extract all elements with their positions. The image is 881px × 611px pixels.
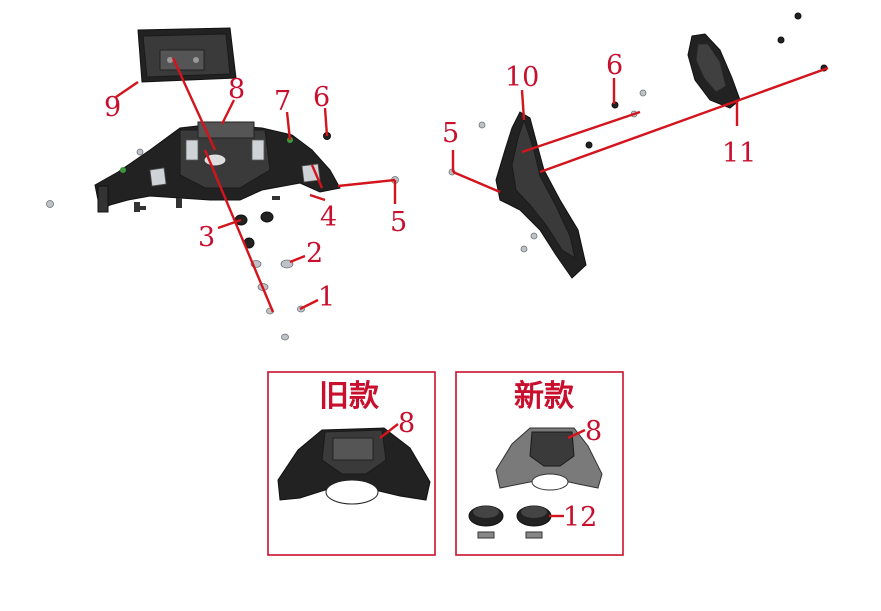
callout-7: 7 [274,86,291,117]
callout-9: 9 [104,92,121,123]
washers-nuts [250,259,305,341]
callout-12: 12 [563,502,597,533]
left-leader-lines [115,57,397,313]
right-fasteners [448,12,828,253]
callout-10: 10 [505,62,539,93]
callout-6-right: 6 [606,50,623,81]
callout-11: 11 [722,138,756,169]
callout-8-old: 8 [398,408,415,439]
left-assembly: 9 8 7 6 4 5 3 2 1 [46,27,407,341]
new-version-label: 新款 [514,379,575,414]
callout-3: 3 [198,222,215,253]
handlebar-cover [94,121,341,213]
callout-8-new: 8 [585,416,602,447]
display-unit [137,27,237,83]
old-version-label: 旧款 [319,379,380,414]
callout-5-right: 5 [442,118,459,149]
right-assembly: 10 6 5 11 [442,12,829,279]
new-version-panel: 新款 8 12 [455,371,624,556]
left-fasteners [46,132,399,210]
front-fairing [495,111,587,279]
rubber-caps [468,505,552,539]
callout-6: 6 [313,82,330,113]
callout-1: 1 [318,282,335,313]
windscreen [687,33,741,109]
rubber-grommets [234,211,274,249]
callout-4: 4 [320,202,337,233]
old-version-panel: 旧款 8 [267,371,436,556]
callout-2: 2 [306,238,323,269]
callout-5: 5 [390,207,407,238]
callout-8: 8 [228,74,245,105]
right-leader-lines [451,66,829,194]
